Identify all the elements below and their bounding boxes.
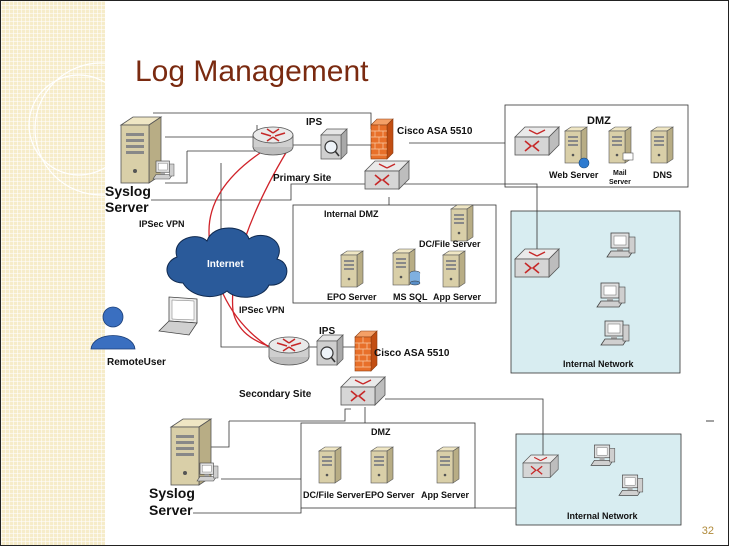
decorative-circles <box>28 62 105 196</box>
database-icon <box>409 270 421 286</box>
remote-user-label: RemoteUser <box>107 357 166 368</box>
page-number: 32 <box>701 525 714 537</box>
switch-secondary-icon <box>340 376 386 406</box>
ips-secondary-label: IPS <box>319 326 335 337</box>
remote-user-icon <box>90 306 136 350</box>
syslog-server-primary-icon <box>120 116 162 184</box>
epo-server-bottom-label: EPO Server <box>365 490 415 500</box>
globe-icon <box>578 157 590 169</box>
laptop-icon <box>158 296 198 336</box>
syslog-primary-label-2: Server <box>105 199 149 215</box>
app-server-top-label: App Server <box>433 292 482 302</box>
ips-secondary-icon <box>316 334 344 366</box>
syslog-pc-primary-icon <box>152 160 175 180</box>
asa-primary-label: Cisco ASA 5510 <box>397 126 473 137</box>
epo-server-bottom-icon <box>370 446 394 484</box>
ipsec-vpn-left-label: IPSec VPN <box>139 219 185 229</box>
internal-switch-bottom-icon <box>522 454 559 479</box>
syslog-primary-label-1: Syslog <box>105 183 151 199</box>
app-server-top-icon <box>442 250 466 288</box>
switch-primary-icon <box>364 160 410 190</box>
dc-file-server-top-label: DC/File Server <box>419 239 481 249</box>
web-server-icon <box>564 126 588 164</box>
mail-envelope-icon <box>622 152 634 161</box>
router-primary-icon <box>252 126 294 156</box>
ms-sql-label: MS SQL <box>393 292 428 302</box>
ips-primary-label: IPS <box>306 117 322 128</box>
internet-cloud-icon <box>166 227 288 298</box>
syslog-secondary-label-1: Syslog <box>149 485 195 501</box>
mail-server-label-2: Server <box>609 179 631 186</box>
decorative-stripe <box>1 1 105 545</box>
ipsec-vpn-mid-label: IPSec VPN <box>239 305 285 315</box>
dmz-switch-icon <box>514 126 560 156</box>
app-server-bottom-icon <box>436 446 460 484</box>
asa-secondary-label: Cisco ASA 5510 <box>374 348 450 359</box>
internal-network-bottom-label: Internal Network <box>567 511 639 521</box>
slide-title: Log Management <box>135 55 369 88</box>
internet-label: Internet <box>207 259 244 270</box>
internal-network-top-box <box>510 210 681 374</box>
epo-server-top-icon <box>340 250 364 288</box>
internal-network-top-label: Internal Network <box>563 359 635 369</box>
internal-switch-top-icon <box>514 248 560 278</box>
web-server-label: Web Server <box>549 170 599 180</box>
router-secondary-icon <box>268 336 310 366</box>
internal-dmz-label: Internal DMZ <box>324 209 379 219</box>
secondary-site-label: Secondary Site <box>239 389 312 400</box>
primary-site-label: Primary Site <box>273 173 332 184</box>
syslog-secondary-label-2: Server <box>149 502 193 518</box>
firewall-primary-icon <box>370 118 394 160</box>
dc-file-server-bottom-icon <box>318 446 342 484</box>
dc-file-server-top-icon <box>450 204 474 242</box>
dc-file-server-bottom-label: DC/File Server <box>303 490 365 500</box>
mail-server-label-1: Mail <box>613 170 627 177</box>
dns-label: DNS <box>653 170 672 180</box>
dmz-bottom-label: DMZ <box>371 427 391 437</box>
syslog-pc-secondary-icon <box>196 462 219 482</box>
dmz-top-label: DMZ <box>587 115 611 127</box>
dns-server-icon <box>650 126 674 164</box>
app-server-bottom-label: App Server <box>421 490 470 500</box>
epo-server-top-label: EPO Server <box>327 292 377 302</box>
ips-primary-icon <box>320 128 348 160</box>
